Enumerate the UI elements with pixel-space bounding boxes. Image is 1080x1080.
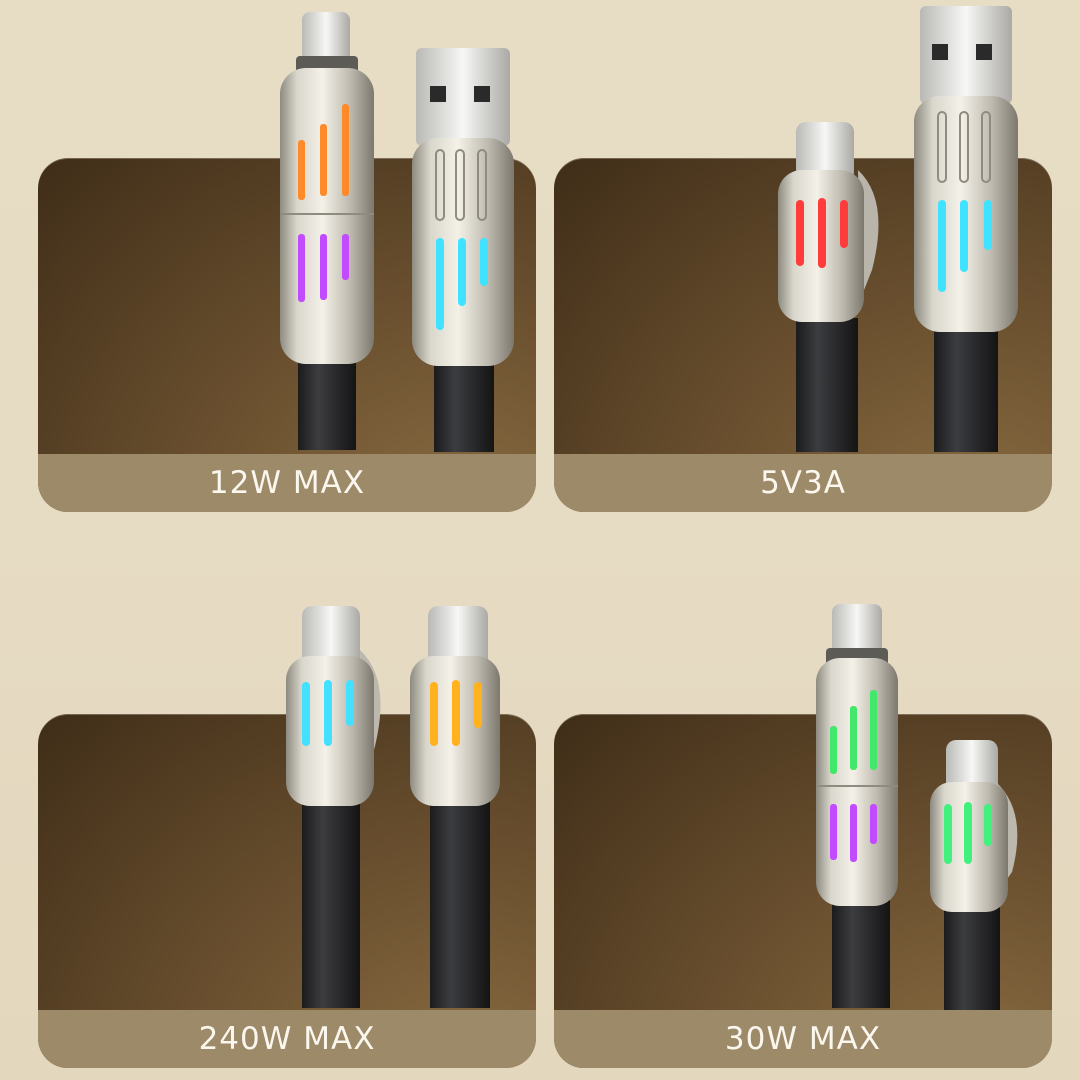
product-panel-12w: 12W MAX <box>38 158 536 512</box>
usb-a-plug <box>416 48 510 146</box>
panel-label: 30W MAX <box>724 1021 882 1057</box>
panel-label-band: 5V3A <box>554 454 1052 512</box>
usb-c-plug-tip <box>428 606 488 670</box>
panel-label-band: 12W MAX <box>38 454 536 512</box>
product-panel-30w: 30W MAX <box>554 714 1052 1068</box>
product-panel-240w: 240W MAX <box>38 714 536 1068</box>
panel-label: 12W MAX <box>208 465 366 501</box>
usb-c-plug-tip <box>302 606 360 670</box>
panel-label: 240W MAX <box>198 1021 376 1057</box>
lightning-plug-tip <box>302 12 350 64</box>
panel-label: 5V3A <box>760 465 846 501</box>
lightning-plug-tip <box>832 604 882 656</box>
panel-label-band: 240W MAX <box>38 1010 536 1068</box>
usb-a-plug <box>920 6 1012 104</box>
product-panel-5v3a: 5V3A <box>554 158 1052 512</box>
panel-label-band: 30W MAX <box>554 1010 1052 1068</box>
